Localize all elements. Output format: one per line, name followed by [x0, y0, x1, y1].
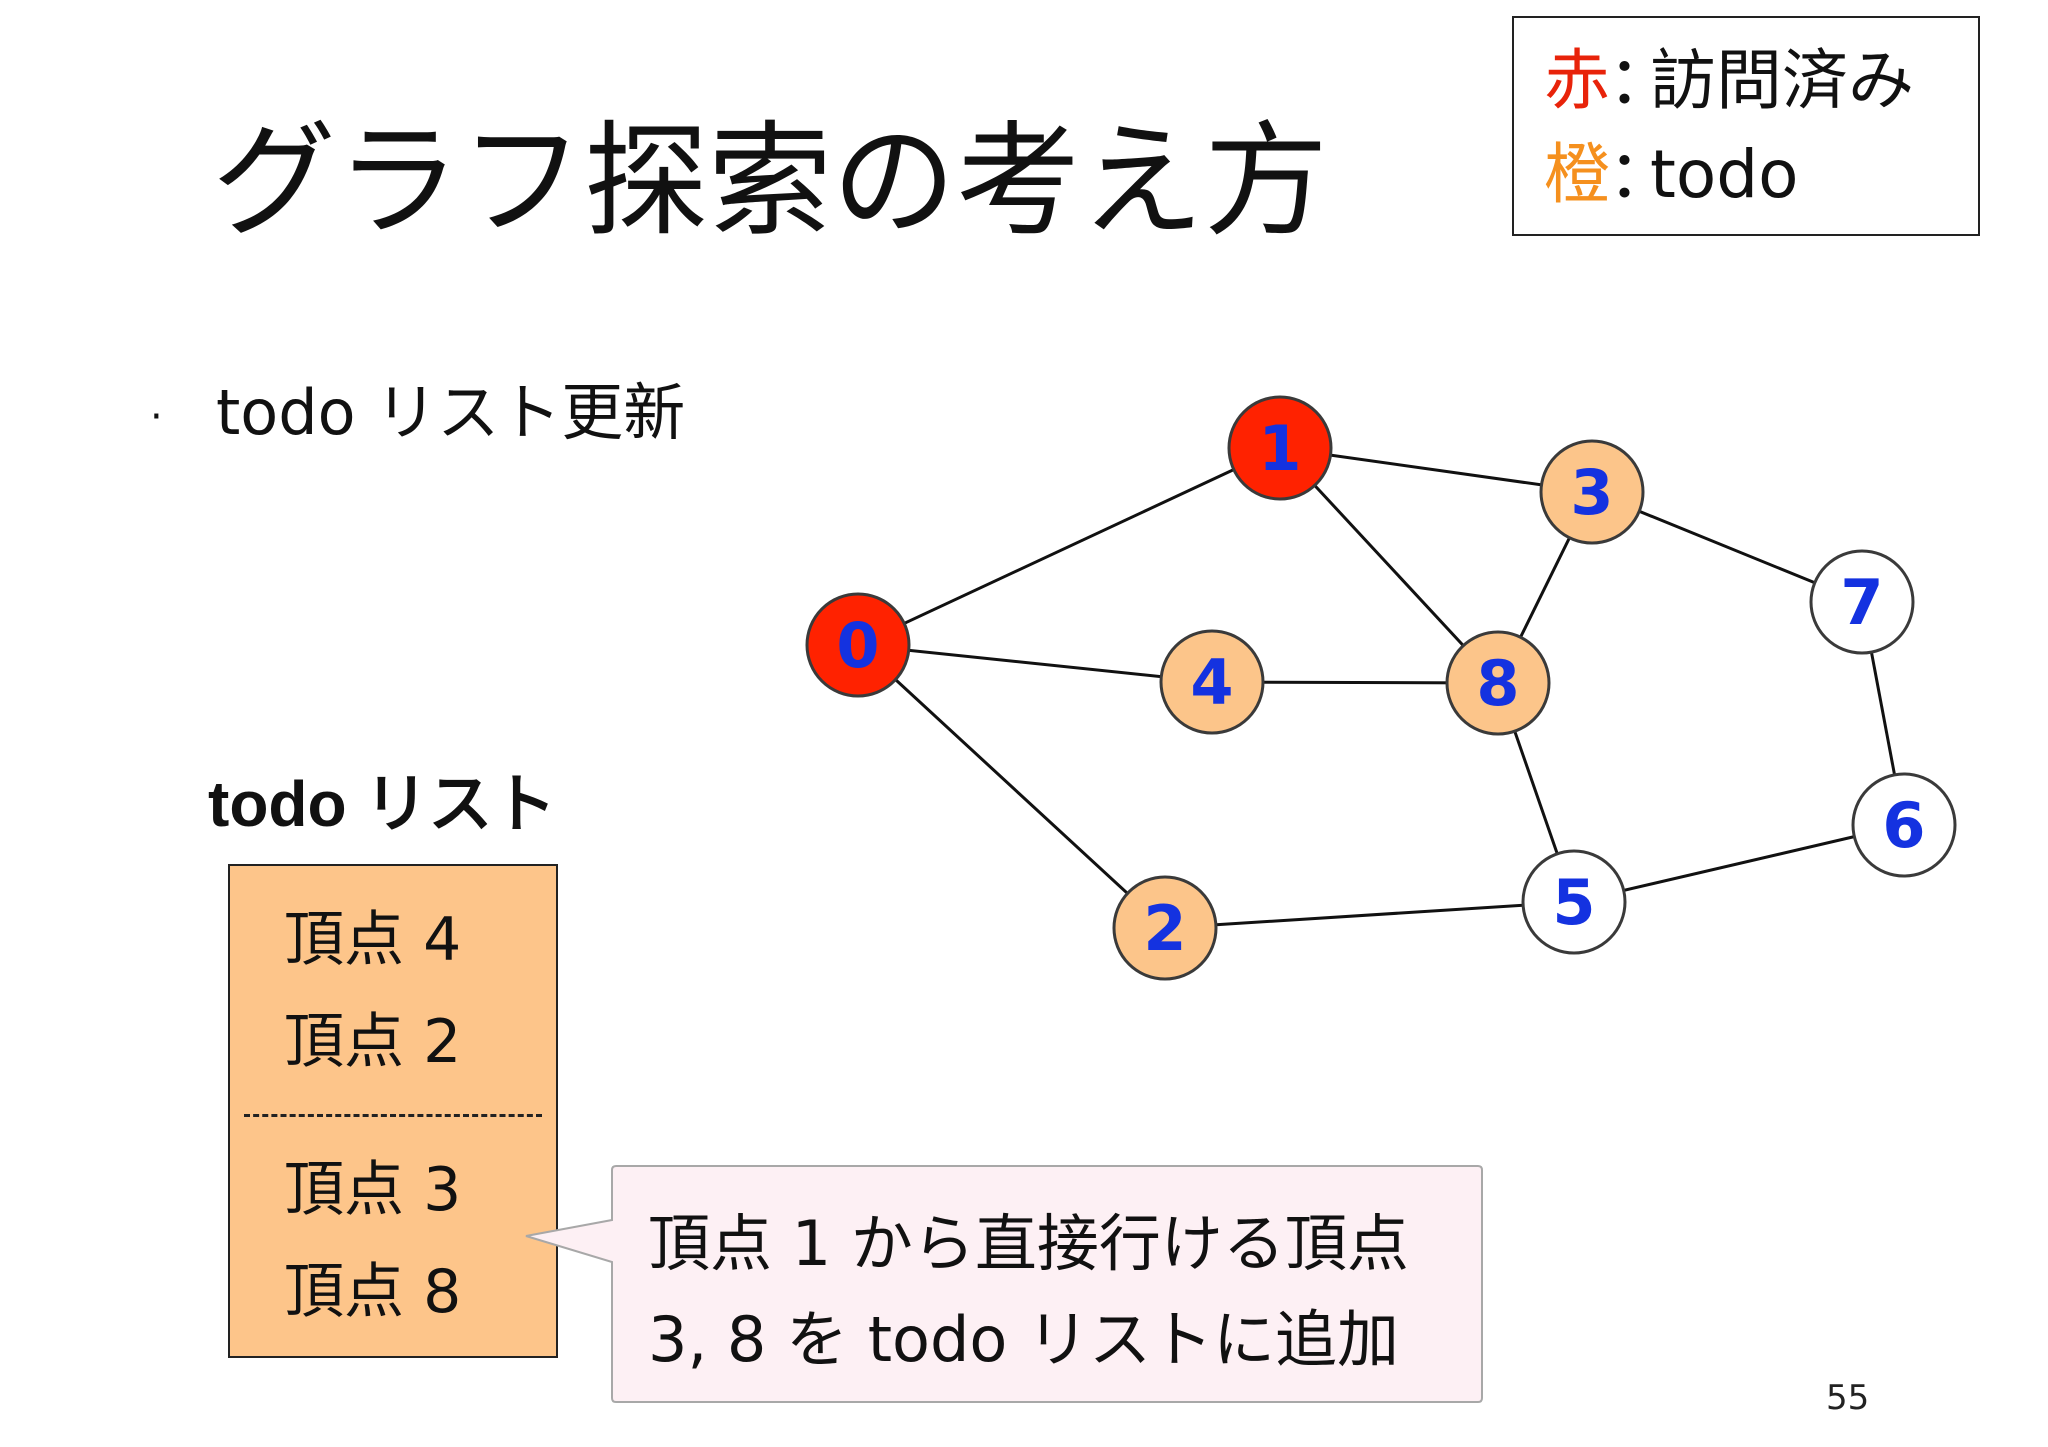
- callout-line: 頂点 1 から直接行ける頂点: [648, 1207, 1409, 1280]
- node-label: 8: [1476, 647, 1519, 720]
- graph-edge-5-6: [1573, 823, 1905, 904]
- graph-node-6: 6: [1851, 772, 1957, 878]
- node-circle: [1159, 629, 1265, 735]
- graph-node-0: 0: [805, 592, 911, 698]
- todo-item: 頂点 8: [284, 1257, 462, 1327]
- legend-visited: 赤：訪問済み: [1544, 34, 1978, 128]
- node-circle: [1521, 849, 1627, 955]
- graph-node-2: 2: [1112, 875, 1218, 981]
- graph-edge-1-8: [1278, 446, 1500, 685]
- legend-todo-text: todo: [1650, 136, 1799, 213]
- callout-text: 頂点 1 から直接行ける頂点 3, 8 を todo リストに追加: [648, 1196, 1409, 1388]
- todo-item: 頂点 3: [284, 1155, 462, 1225]
- graph-edge-1-3: [1279, 446, 1593, 494]
- node-circle: [1112, 875, 1218, 981]
- legend-visited-text: 訪問済み: [1650, 42, 1914, 119]
- todo-item: 頂点 2: [284, 1007, 462, 1077]
- graph-node-5: 5: [1521, 849, 1627, 955]
- callout-line: 3, 8 を todo リストに追加: [648, 1303, 1399, 1376]
- page-number: 55: [1826, 1378, 1870, 1418]
- legend-box: 赤：訪問済み 橙：todo: [1512, 16, 1980, 236]
- todo-divider: [244, 1114, 542, 1117]
- todo-item: 頂点 4: [284, 905, 462, 975]
- graph-node-8: 8: [1445, 630, 1551, 736]
- legend-todo: 橙：todo: [1544, 128, 1978, 222]
- node-circle: [1445, 630, 1551, 736]
- node-label: 0: [836, 609, 879, 682]
- graph-node-1: 1: [1227, 395, 1333, 501]
- bullet-marker: ·: [150, 393, 163, 440]
- graph-edge-0-4: [857, 643, 1213, 684]
- graph-node-3: 3: [1539, 439, 1645, 545]
- legend-visited-key: 赤: [1544, 42, 1610, 119]
- graph-node-4: 4: [1159, 629, 1265, 735]
- graph-node-7: 7: [1809, 549, 1915, 655]
- todo-list-box: 頂点 4 頂点 2 頂点 3 頂点 8: [228, 864, 558, 1358]
- node-label: 7: [1840, 566, 1883, 639]
- node-label: 3: [1570, 456, 1613, 529]
- node-circle: [1539, 439, 1645, 545]
- node-circle: [1227, 395, 1333, 501]
- slide-title: グラフ探索の考え方: [212, 110, 1329, 254]
- node-label: 1: [1258, 412, 1301, 485]
- node-circle: [805, 592, 911, 698]
- node-circle: [1809, 549, 1915, 655]
- node-label: 6: [1882, 789, 1925, 862]
- graph-edge-0-1: [857, 446, 1281, 647]
- graph-edge-0-2: [856, 643, 1167, 930]
- bullet-item: · todo リスト更新: [150, 368, 685, 462]
- todo-list-heading: todo リスト: [208, 768, 557, 840]
- node-label: 4: [1190, 646, 1233, 719]
- node-label: 2: [1143, 892, 1186, 965]
- legend-todo-key: 橙: [1544, 136, 1610, 213]
- node-circle: [1851, 772, 1957, 878]
- bullet-text: todo リスト更新: [216, 376, 686, 449]
- graph-edge-2-5: [1164, 900, 1575, 930]
- node-label: 5: [1552, 866, 1595, 939]
